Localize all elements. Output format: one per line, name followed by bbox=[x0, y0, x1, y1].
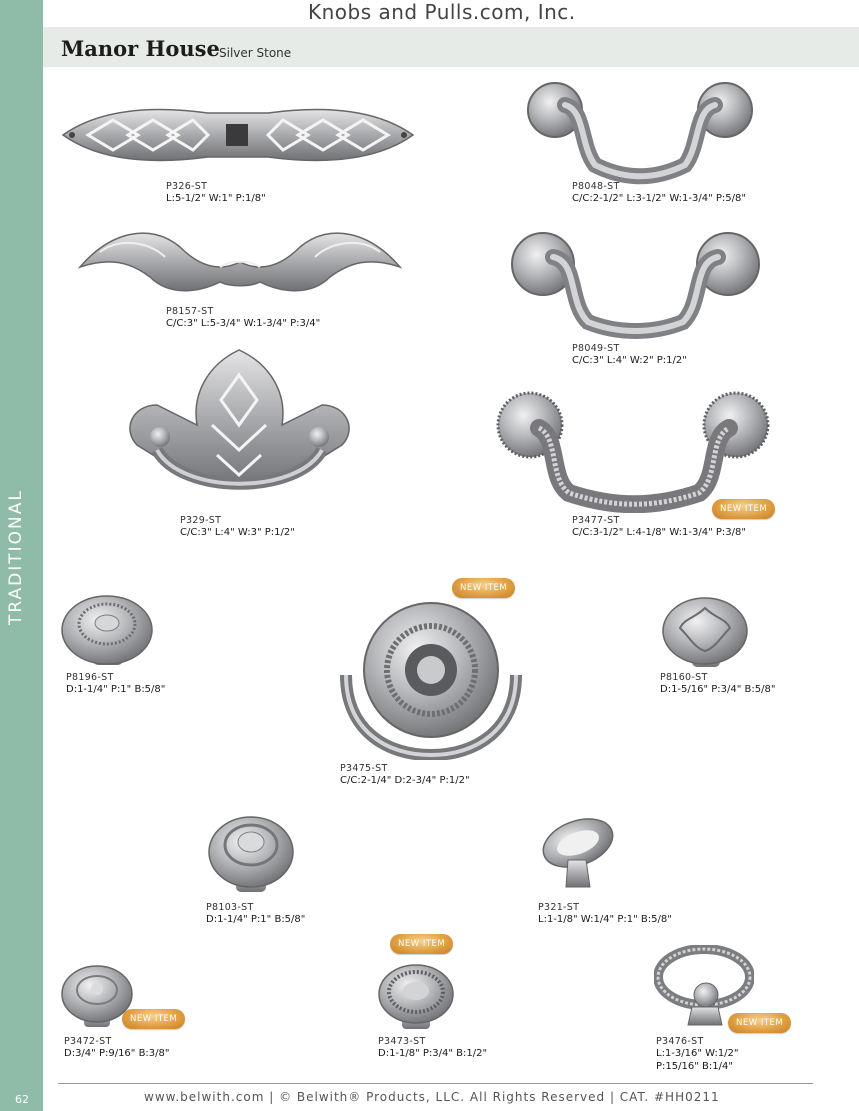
new-item-badge: NEW ITEM bbox=[712, 499, 776, 519]
new-item-badge: NEW ITEM bbox=[390, 934, 454, 954]
ring-pull-image bbox=[340, 602, 522, 760]
filigree-pull-image bbox=[129, 349, 350, 490]
product-dimensions: L:1-3/16" W:1/2" bbox=[656, 1048, 739, 1059]
finish-subtitle: Silver Stone bbox=[219, 46, 292, 60]
product-item: P8103-ST D:1-1/4" P:1" B:5/8" bbox=[206, 902, 305, 926]
product-item: P3473-ST D:1-1/8" P:3/4" B:1/2" bbox=[378, 1036, 487, 1060]
bail-pull-image bbox=[527, 82, 753, 185]
product-sku: P8048-ST bbox=[572, 181, 620, 192]
product-sku: P329-ST bbox=[180, 515, 222, 526]
product-item: P321-ST L:1-1/8" W:1/4" P:1" B:5/8" bbox=[538, 902, 672, 926]
knob-image bbox=[208, 816, 294, 892]
knob-image bbox=[61, 595, 153, 665]
product-dimensions: C/C:3" L:4" W:2" P:1/2" bbox=[572, 355, 687, 366]
knob-image bbox=[662, 597, 748, 667]
product-sku: P8196-ST bbox=[66, 672, 114, 683]
product-dimensions: D:1-1/4" P:1" B:5/8" bbox=[206, 914, 306, 925]
page-number: 62 bbox=[15, 1093, 29, 1106]
product-dimensions: D:1-1/4" P:1" B:5/8" bbox=[66, 684, 166, 695]
product-dimensions: C/C:3" L:4" W:3" P:1/2" bbox=[180, 527, 295, 538]
title-bar: Manor House Silver Stone bbox=[43, 27, 859, 67]
product-item: P8049-ST C/C:3" L:4" W:2" P:1/2" bbox=[572, 343, 687, 367]
product-sku: P326-ST bbox=[166, 181, 208, 192]
category-label: TRADITIONAL bbox=[6, 489, 26, 625]
drop-pull-image bbox=[654, 945, 754, 1026]
new-item-badge: NEW ITEM bbox=[452, 578, 516, 598]
footer-text: www.belwith.com | © Belwith® Products, L… bbox=[144, 1090, 720, 1104]
product-sku: P3476-ST bbox=[656, 1036, 704, 1047]
new-item-badge: NEW ITEM bbox=[122, 1009, 186, 1029]
bail-pull-image bbox=[511, 232, 760, 339]
product-item: P3476-ST L:1-3/16" W:1/2" P:15/16" B:1/4… bbox=[656, 1036, 739, 1073]
product-sku: P321-ST bbox=[538, 902, 580, 913]
product-dimensions: C/C:3-1/2" L:4-1/8" W:1-3/4" P:3/8" bbox=[572, 527, 746, 538]
knob-image bbox=[61, 965, 133, 1027]
product-sku: P3473-ST bbox=[378, 1036, 426, 1047]
product-sku: P8157-ST bbox=[166, 306, 214, 317]
footer-divider bbox=[58, 1083, 813, 1084]
product-item: P3477-ST C/C:3-1/2" L:4-1/8" W:1-3/4" P:… bbox=[572, 515, 746, 539]
product-dimensions: L:1-1/8" W:1/4" P:1" B:5/8" bbox=[538, 914, 672, 925]
product-dimensions-2: P:15/16" B:1/4" bbox=[656, 1061, 733, 1072]
product-item: P326-ST L:5-1/2" W:1" P:1/8" bbox=[166, 181, 266, 205]
product-sku: P8049-ST bbox=[572, 343, 620, 354]
product-sku: P3472-ST bbox=[64, 1036, 112, 1047]
product-item: P8157-ST C/C:3" L:5-3/4" W:1-3/4" P:3/4" bbox=[166, 306, 320, 330]
product-dimensions: C/C:2-1/2" L:3-1/2" W:1-3/4" P:5/8" bbox=[572, 193, 746, 204]
product-item: P3472-ST D:3/4" P:9/16" B:3/8" bbox=[64, 1036, 170, 1060]
product-dimensions: C/C:3" L:5-3/4" W:1-3/4" P:3/4" bbox=[166, 318, 321, 329]
product-dimensions: D:1-1/8" P:3/4" B:1/2" bbox=[378, 1048, 488, 1059]
scroll-pull-image bbox=[77, 232, 403, 292]
backplate-image bbox=[61, 108, 415, 162]
product-sku: P3475-ST bbox=[340, 763, 388, 774]
product-item: P8048-ST C/C:2-1/2" L:3-1/2" W:1-3/4" P:… bbox=[572, 181, 746, 205]
product-item: P8196-ST D:1-1/4" P:1" B:5/8" bbox=[66, 672, 165, 696]
bail-pull-image bbox=[496, 391, 770, 513]
new-item-badge: NEW ITEM bbox=[728, 1013, 792, 1033]
product-sku: P8103-ST bbox=[206, 902, 254, 913]
series-title: Manor House bbox=[61, 36, 220, 61]
product-item: P8160-ST D:1-5/16" P:3/4" B:5/8" bbox=[660, 672, 775, 696]
product-sku: P8160-ST bbox=[660, 672, 708, 683]
product-item: P329-ST C/C:3" L:4" W:3" P:1/2" bbox=[180, 515, 295, 539]
product-dimensions: D:3/4" P:9/16" B:3/8" bbox=[64, 1048, 170, 1059]
knob-image bbox=[378, 964, 454, 1029]
product-sku: P3477-ST bbox=[572, 515, 620, 526]
product-dimensions: D:1-5/16" P:3/4" B:5/8" bbox=[660, 684, 776, 695]
product-item: P3475-ST C/C:2-1/4" D:2-3/4" P:1/2" bbox=[340, 763, 470, 787]
product-dimensions: L:5-1/2" W:1" P:1/8" bbox=[166, 193, 266, 204]
drop-pull-image bbox=[542, 818, 614, 888]
sidebar: TRADITIONAL 62 bbox=[0, 0, 43, 1111]
company-name: Knobs and Pulls.com, Inc. bbox=[308, 0, 576, 24]
product-dimensions: C/C:2-1/4" D:2-3/4" P:1/2" bbox=[340, 775, 470, 786]
